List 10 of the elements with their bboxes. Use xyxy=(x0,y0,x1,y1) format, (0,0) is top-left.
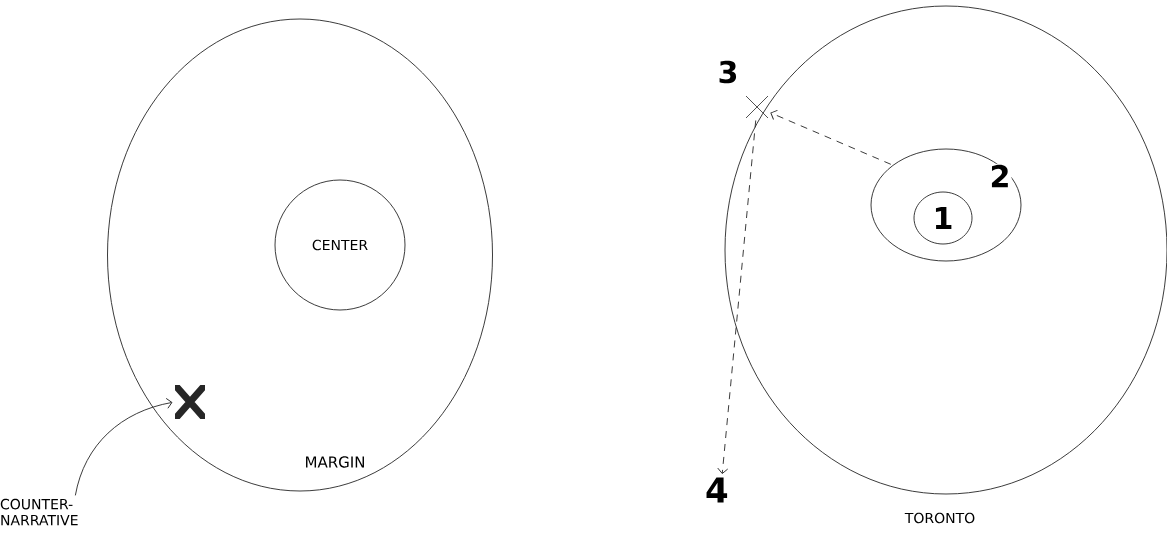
callout-number: 2 xyxy=(988,163,1012,189)
arrow xyxy=(74,397,173,496)
callout-number: 3 xyxy=(719,60,737,84)
x-mark xyxy=(175,385,205,419)
circle-label: TORONTO xyxy=(904,512,975,524)
callout-text: COUNTER- NARRATIVE xyxy=(0,498,78,526)
callout-number: 4 xyxy=(706,477,728,503)
arrow xyxy=(717,120,757,474)
circle-label: MARGIN xyxy=(306,456,364,468)
arrow xyxy=(770,109,892,165)
